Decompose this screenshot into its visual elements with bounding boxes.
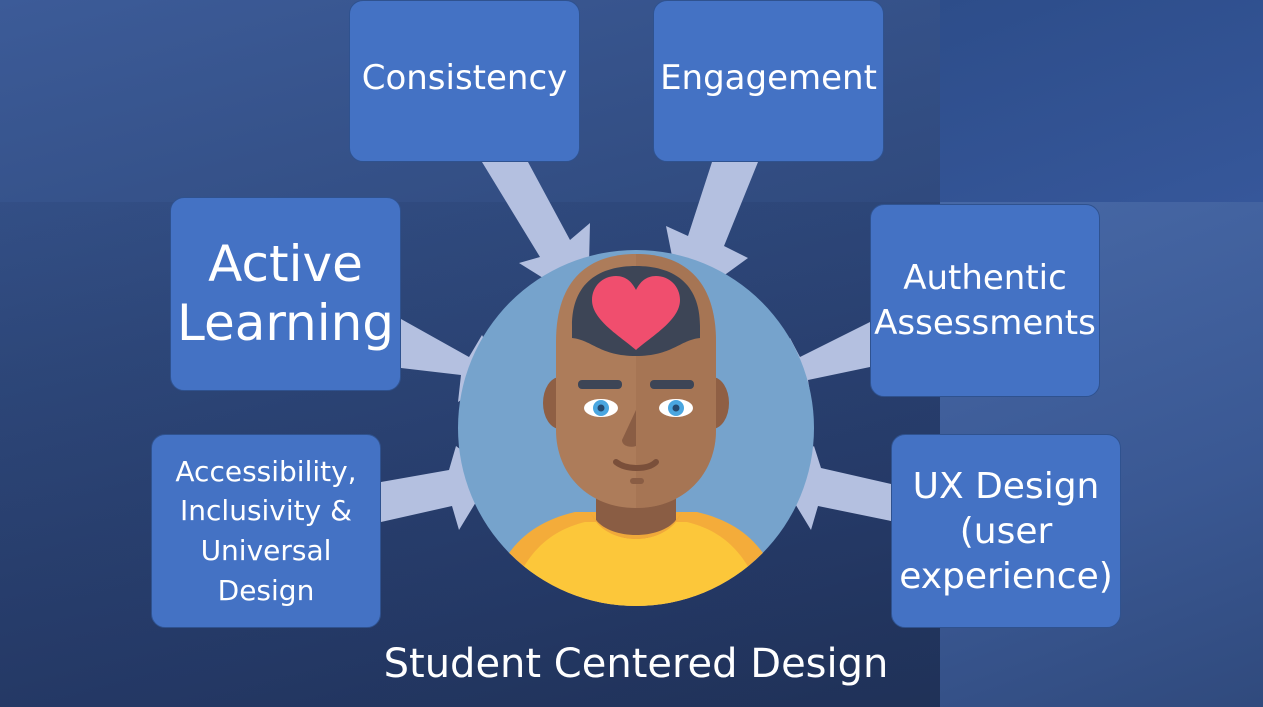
concept-box-authentic-assessments: Authentic Assessments: [870, 204, 1100, 397]
concept-box-active-learning: Active Learning: [170, 197, 401, 391]
concept-label-line: Assessments: [874, 302, 1096, 343]
concept-label-line: Universal: [200, 534, 332, 567]
mouth: [613, 459, 659, 471]
nose: [622, 410, 636, 447]
heart-icon: [592, 276, 680, 350]
concept-label-line: Design: [217, 573, 315, 607]
right-eyebrow: [650, 380, 694, 389]
concept-box-engagement: Engagement: [653, 0, 884, 162]
right-eye: [659, 399, 693, 417]
student-head-with-heart-icon: [458, 250, 814, 606]
concept-box-ux-design: UX Design (user experience): [891, 434, 1121, 628]
concept-label-line: Accessibility,: [175, 454, 357, 488]
concept-label-line: Authentic: [903, 258, 1067, 299]
center-label: Student Centered Design: [383, 641, 889, 687]
concept-label: Consistency: [361, 58, 568, 98]
concept-label-line: (user: [959, 510, 1053, 552]
concept-label-line: experience): [899, 555, 1113, 597]
concept-label: Engagement: [660, 58, 877, 98]
left-eye: [584, 399, 618, 417]
concept-box-consistency: Consistency: [349, 0, 580, 162]
left-eyebrow: [578, 380, 622, 389]
concept-label-line: Active: [208, 235, 363, 293]
concept-label-line: UX Design: [912, 465, 1100, 507]
concept-box-accessibility: Accessibility, Inclusivity & Universal D…: [151, 434, 381, 628]
concept-label-line: Learning: [176, 294, 395, 352]
concept-label-line: Inclusivity &: [180, 494, 352, 528]
